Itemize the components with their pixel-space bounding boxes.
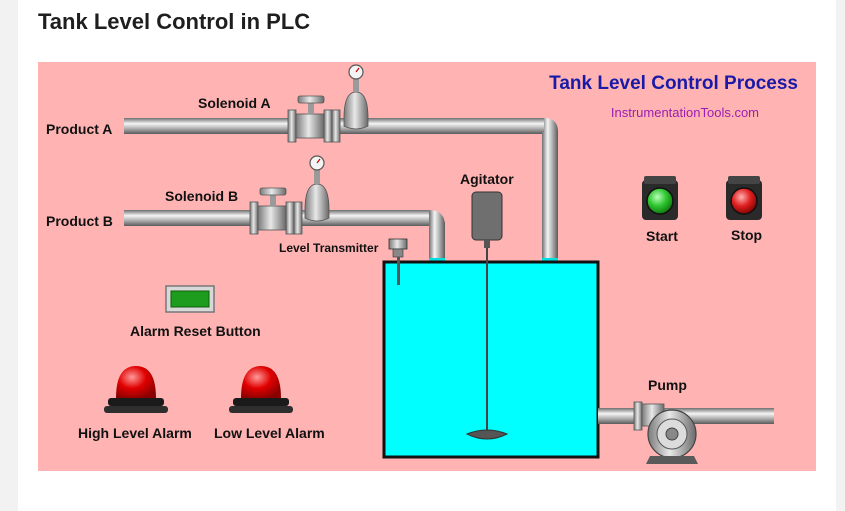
diagram-subtitle: InstrumentationTools.com <box>611 105 759 120</box>
solenoid-b-label: Solenoid B <box>165 188 238 204</box>
process-diagram: Tank Level Control Process Instrumentati… <box>38 62 816 471</box>
pump-impeller-icon <box>665 427 679 441</box>
high-alarm-light-icon <box>116 366 156 398</box>
tank <box>382 260 600 459</box>
start-label: Start <box>646 228 678 244</box>
process-diagram-svg: Tank Level Control Process Instrumentati… <box>46 64 798 464</box>
stop-lamp-icon <box>730 187 758 215</box>
diagram-title: Tank Level Control Process <box>549 73 798 94</box>
low-level-alarm-label: Low Level Alarm <box>214 425 325 441</box>
stop-label: Stop <box>731 227 762 243</box>
high-level-alarm-label: High Level Alarm <box>78 425 192 441</box>
low-alarm-light-icon <box>241 366 281 398</box>
high-level-alarm <box>104 366 168 413</box>
low-level-alarm <box>229 366 293 413</box>
stop-button[interactable] <box>726 176 762 220</box>
agitator <box>465 191 509 440</box>
alarm-reset-label: Alarm Reset Button <box>130 323 261 339</box>
solenoid-a-valve[interactable] <box>287 64 369 143</box>
page-title: Tank Level Control in PLC <box>38 9 311 34</box>
solenoid-a-label: Solenoid A <box>198 95 271 111</box>
product-a-label: Product A <box>46 121 112 137</box>
level-transmitter-label: Level Transmitter <box>279 241 379 255</box>
solenoid-b-valve[interactable] <box>249 155 330 235</box>
product-b-label: Product B <box>46 213 113 229</box>
level-transmitter <box>388 238 408 285</box>
start-lamp-icon <box>646 187 674 215</box>
start-button[interactable] <box>642 176 678 220</box>
pump <box>633 401 698 464</box>
pump-label: Pump <box>648 377 687 393</box>
alarm-reset-button[interactable] <box>165 285 215 313</box>
agitator-label: Agitator <box>460 171 514 187</box>
